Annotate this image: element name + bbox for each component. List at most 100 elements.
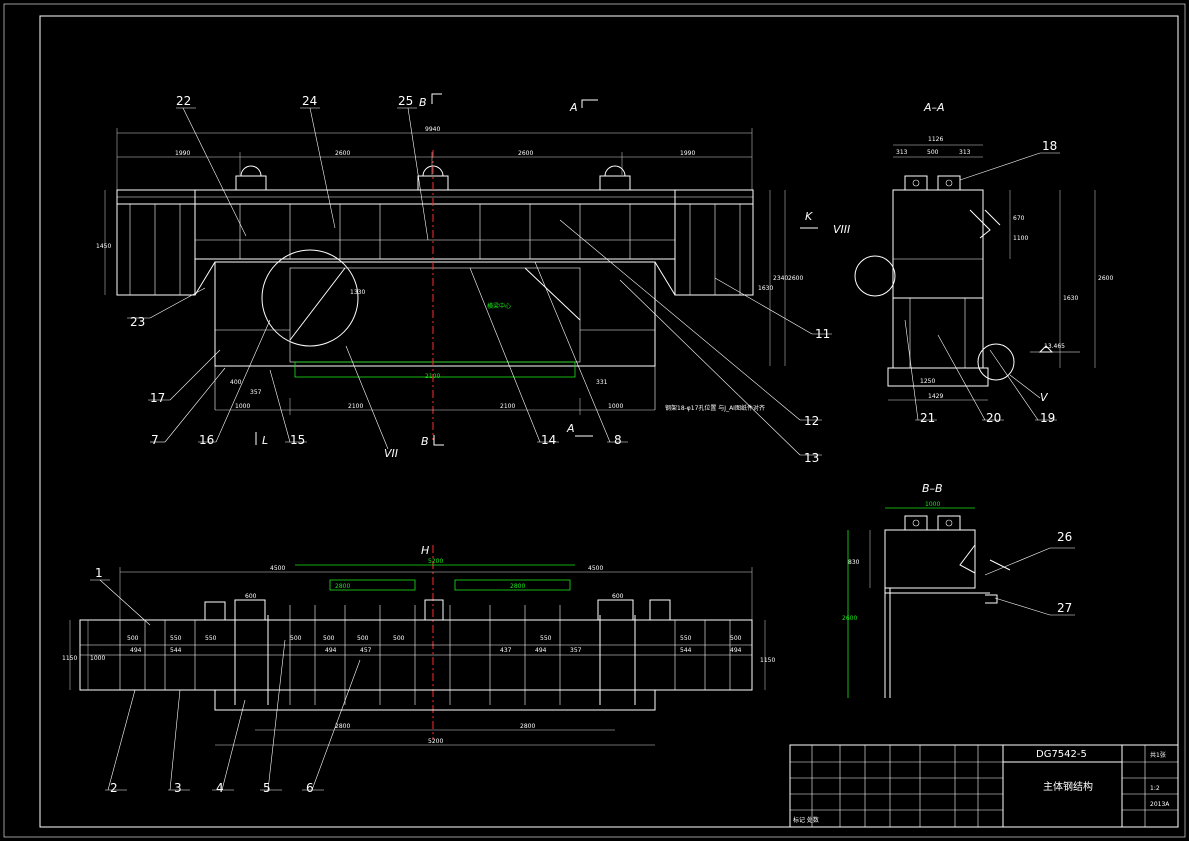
dim-right-v2: 2340	[773, 275, 788, 282]
section-mark-a-top: A	[569, 101, 578, 114]
plan-section-mark-h: H	[421, 544, 429, 557]
dim-357: 357	[250, 389, 262, 396]
balloon-4: 4	[216, 781, 224, 795]
section-mark-l: L	[262, 434, 268, 447]
balloon-18: 18	[1042, 139, 1057, 153]
balloon-12: 12	[804, 414, 819, 428]
front-balloons: 22 24 25 23 17 7 16 15 14	[127, 94, 832, 465]
svg-text:550: 550	[680, 635, 692, 642]
section-bb-title: B–B	[922, 482, 943, 495]
aa-elevation: 13.465	[1044, 343, 1065, 350]
aa-dim-width: 1126	[928, 136, 943, 143]
balloon-24: 24	[302, 94, 317, 108]
svg-text:500: 500	[357, 635, 369, 642]
front-view: 9940 1990 2600 2600 1990	[96, 93, 832, 465]
plan-dim-left-half: 4500	[270, 565, 285, 572]
dim-seg-2: 2600	[335, 150, 350, 157]
dim-seg-1: 1990	[175, 150, 190, 157]
plan-dim-bottom-right: 2800	[520, 723, 535, 730]
svg-text:437: 437	[500, 647, 512, 654]
title-scale: 1:2	[1150, 785, 1160, 792]
aa-dim-v1: 670	[1013, 215, 1025, 222]
balloon-3: 3	[174, 781, 182, 795]
balloon-5: 5	[263, 781, 271, 795]
balloon-11: 11	[815, 327, 830, 341]
section-aa-title: A–A	[923, 101, 945, 114]
drawing-title: 主体钢结构	[1043, 780, 1093, 793]
aa-dim-b: 500	[927, 149, 939, 156]
plan-dim-right-half: 4500	[588, 565, 603, 572]
svg-text:550: 550	[540, 635, 552, 642]
svg-text:550: 550	[205, 635, 217, 642]
dim-overall-length: 9940	[425, 126, 440, 133]
svg-text:457: 457	[360, 647, 372, 654]
detail-mark-vii: VII	[384, 447, 398, 460]
hole-note: 钢架18-φ17孔位置 与J_AI图纸件对齐	[665, 404, 765, 412]
dim-right-v1: 1630	[758, 285, 773, 292]
plan-dim-bottom-total: 5200	[428, 738, 443, 745]
drawing-number: DG7542-5	[1036, 749, 1087, 760]
balloon-21: 21	[920, 411, 935, 425]
svg-text:494: 494	[130, 647, 142, 654]
inner-frame	[39, 15, 1179, 828]
svg-text:500: 500	[127, 635, 139, 642]
balloon-8: 8	[614, 433, 622, 447]
aa-dim-v2: 1100	[1013, 235, 1028, 242]
plan-green-dim: 5200	[428, 558, 443, 565]
dim-right-1000: 1000	[608, 403, 623, 410]
outer-frame	[3, 3, 1186, 838]
balloon-15: 15	[290, 433, 305, 447]
detail-mark-v: V	[1040, 391, 1049, 404]
balloon-14: 14	[541, 433, 556, 447]
section-mark-b-bottom: B	[421, 435, 429, 448]
plan-member-dims: 500 550 550 500 500 500 500 550 550 500 …	[127, 635, 742, 654]
svg-text:494: 494	[535, 647, 547, 654]
balloon-27: 27	[1057, 601, 1072, 615]
bb-dim-v: 830	[848, 559, 860, 566]
balloon-16: 16	[199, 433, 214, 447]
section-mark-a-bottom: A	[566, 422, 575, 435]
balloon-1: 1	[95, 566, 103, 580]
plan-dim-right-v: 1150	[760, 657, 775, 664]
balloon-19: 19	[1040, 411, 1055, 425]
section-aa-view: A–A 1126 313 500 313 1250 1429 670 1100 …	[833, 101, 1113, 425]
bb-dim-v-green: 2600	[842, 615, 857, 622]
aa-dim-c: 313	[959, 149, 971, 156]
plan-green-seg-2: 2800	[510, 583, 525, 590]
title-label-check: 标记 处数	[793, 816, 819, 824]
plan-dim-600-left: 600	[245, 593, 257, 600]
dim-bottom-right: 2100	[500, 403, 515, 410]
svg-text:500: 500	[323, 635, 335, 642]
aa-dim-v3: 1630	[1063, 295, 1078, 302]
svg-text:494: 494	[325, 647, 337, 654]
aa-dim-total: 1429	[928, 393, 943, 400]
dim-seg-4: 1990	[680, 150, 695, 157]
svg-text:544: 544	[680, 647, 692, 654]
plan-dim-bottom-left: 2800	[335, 723, 350, 730]
section-mark-k: K	[805, 210, 813, 223]
plan-view: H 4500 4500 5200 2800 2800	[62, 544, 775, 795]
aa-dim-base: 1250	[920, 378, 935, 385]
dim-bottom-left: 2100	[348, 403, 363, 410]
svg-text:544: 544	[170, 647, 182, 654]
section-bb-view: B–B 1000 2600 830 26 27	[842, 482, 1075, 698]
section-mark-b-top: B	[419, 96, 427, 109]
title-sheet: 共1张	[1150, 751, 1166, 759]
balloon-20: 20	[986, 411, 1001, 425]
balloon-13: 13	[804, 451, 819, 465]
balloon-23: 23	[130, 315, 145, 329]
plan-dim-600-right: 600	[612, 593, 624, 600]
dim-left-1000: 1000	[235, 403, 250, 410]
aa-dim-v4: 2600	[1098, 275, 1113, 282]
plan-dim-left-v2: 1000	[90, 655, 105, 662]
plan-green-seg-1: 2800	[335, 583, 350, 590]
svg-text:500: 500	[290, 635, 302, 642]
aa-dim-a: 313	[896, 149, 908, 156]
balloon-7: 7	[151, 433, 159, 447]
dim-seg-3: 2600	[518, 150, 533, 157]
detail-mark-viii: VIII	[833, 223, 850, 236]
green-note: 横梁中心	[487, 302, 511, 310]
bb-dim-top: 1000	[925, 501, 940, 508]
svg-text:494: 494	[730, 647, 742, 654]
dim-inner: 1330	[350, 289, 365, 296]
